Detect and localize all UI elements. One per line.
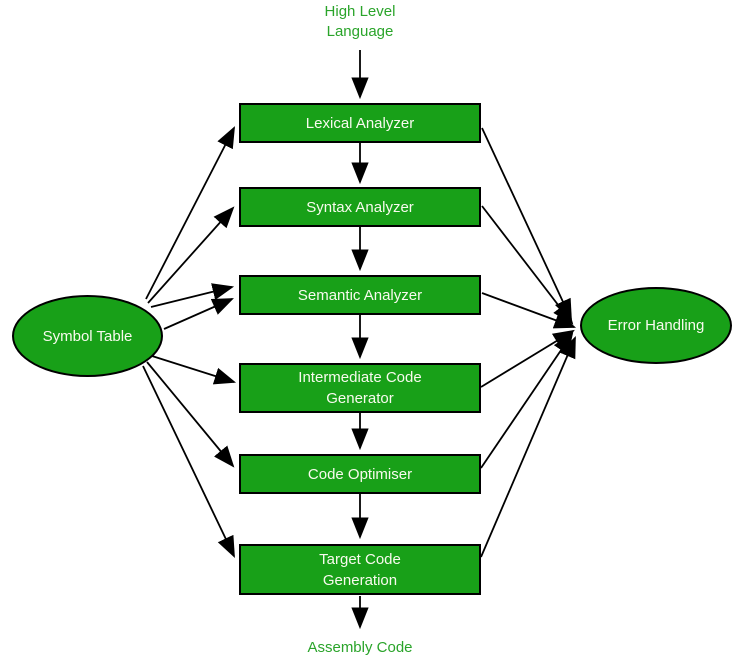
arrow-semantic-to-errorhandling: [481, 292, 577, 329]
input-label-high-level-language: High Level Language: [260, 2, 460, 42]
node-label: Error Handling: [607, 317, 705, 334]
arrow-symboltable-to-optimiser: [146, 361, 235, 468]
node-label: Lexical Analyzer: [305, 114, 415, 132]
arrow-syntax-to-errorhandling: [481, 205, 574, 325]
output-label-assembly-code: Assembly Code: [260, 638, 460, 658]
node-label: Semantic Analyzer: [297, 286, 423, 304]
node-label-line1: Target Code: [319, 550, 401, 568]
arrow-target-to-errorhandling: [480, 336, 576, 558]
node-target-code-generation: Target Code Generation: [239, 544, 481, 595]
node-error-handling: Error Handling: [580, 287, 732, 364]
node-label-line1: Intermediate Code: [298, 369, 422, 386]
node-label-line2: Generator: [326, 390, 394, 407]
arrow-symboltable-to-lexical: [145, 126, 235, 300]
arrow-symboltable-to-target: [142, 365, 235, 558]
node-code-optimiser: Code Optimiser: [239, 454, 481, 494]
node-label: Symbol Table: [42, 327, 133, 345]
node-label: Syntax Analyzer: [306, 198, 414, 216]
arrow-lexical-to-errorhandling: [481, 127, 572, 321]
node-label: Code Optimiser: [307, 465, 413, 483]
node-syntax-analyzer: Syntax Analyzer: [239, 187, 481, 227]
input-label-line1: High Level: [324, 3, 396, 20]
node-lexical-analyzer: Lexical Analyzer: [239, 103, 481, 143]
arrow-symboltable-to-semantic-upper: [150, 283, 235, 308]
node-intermediate-code-generator: Intermediate Code Generator: [239, 363, 481, 413]
arrow-optimiser-to-errorhandling: [480, 332, 574, 469]
input-label-line2: Language: [326, 23, 394, 40]
arrow-intermediate-to-errorhandling: [480, 329, 575, 388]
arrow-symboltable-to-syntax: [147, 206, 235, 304]
node-label-line2: Generation: [322, 571, 398, 589]
output-label-text: Assembly Code: [307, 639, 413, 656]
arrow-symboltable-to-intermediate: [151, 355, 237, 385]
arrow-symboltable-to-semantic-lower: [163, 298, 234, 330]
node-semantic-analyzer: Semantic Analyzer: [239, 275, 481, 315]
node-symbol-table: Symbol Table: [12, 295, 163, 377]
